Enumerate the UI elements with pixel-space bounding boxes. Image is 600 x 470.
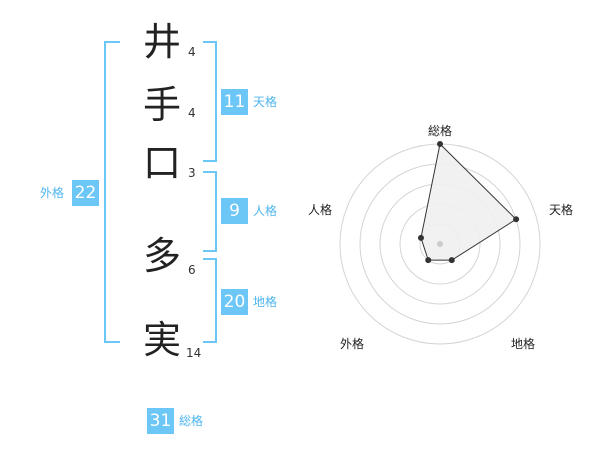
gaikaku-value: 22 — [72, 180, 99, 206]
radar-axis-label: 総格 — [428, 124, 453, 138]
radar-score-point — [437, 141, 443, 147]
radar-axis-label: 外格 — [340, 337, 365, 351]
radar-score-point — [448, 257, 455, 264]
soukaku-value: 31 — [147, 408, 174, 434]
gaikaku-bracket — [104, 41, 120, 343]
stroke-count: 6 — [188, 263, 196, 277]
gaikaku-label: 外格 — [40, 186, 65, 200]
name-char: 井 — [142, 20, 181, 64]
radar-score-point — [417, 234, 424, 241]
stroke-count: 3 — [188, 166, 196, 180]
stroke-count: 4 — [188, 45, 196, 59]
radar-axis-label: 地格 — [511, 337, 536, 351]
name-char: 実 — [142, 318, 181, 362]
tenkaku-label: 天格 — [253, 95, 278, 109]
radar-score-area — [420, 142, 517, 261]
name-char: 口 — [142, 141, 181, 185]
stroke-count: 4 — [188, 106, 196, 120]
stroke-count: 14 — [186, 346, 202, 360]
name-char: 手 — [142, 83, 181, 127]
jinkaku-label: 人格 — [253, 204, 278, 218]
chikaku-label: 地格 — [253, 295, 278, 309]
chikaku-value: 20 — [221, 289, 248, 315]
chikaku-bracket — [203, 258, 217, 343]
radar-score-point — [513, 216, 520, 223]
tenkaku-bracket — [203, 41, 217, 162]
name-char: 多 — [142, 234, 181, 278]
radar-center — [437, 241, 443, 247]
jinkaku-bracket — [203, 171, 217, 252]
radar-axis-label: 天格 — [549, 203, 574, 217]
soukaku-label: 総格 — [179, 414, 204, 428]
radar-score-point — [425, 257, 432, 264]
jinkaku-value: 9 — [221, 198, 248, 224]
tenkaku-value: 11 — [221, 89, 248, 115]
radar-axis-label: 人格 — [308, 203, 333, 217]
